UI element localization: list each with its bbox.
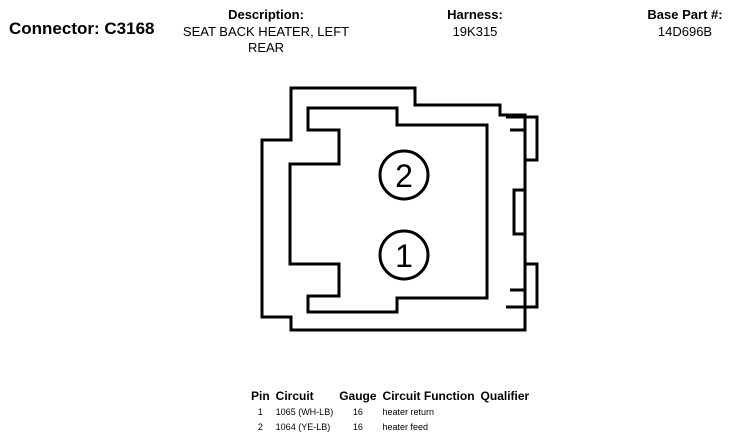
- connector-face-diagram: 2 1: [260, 86, 539, 332]
- connector-title: Connector: C3168: [9, 19, 155, 38]
- function-cell: heater return: [382, 406, 435, 417]
- qualifier-cell: [478, 419, 533, 434]
- pin-2-circle: [378, 149, 430, 201]
- pin-table: Pin Circuit Gauge Circuit Function Quali…: [248, 387, 532, 434]
- description-line-2: REAR: [247, 40, 285, 55]
- header-qualifier: Qualifier: [480, 388, 530, 403]
- header-circuit-function: Circuit Function: [382, 388, 475, 403]
- header-gauge: Gauge: [339, 388, 377, 403]
- header-circuit: Circuit: [275, 388, 314, 403]
- latch-top-tab: [506, 115, 539, 162]
- latch-middle-tab: [512, 188, 525, 236]
- pin-1-label: 1: [395, 238, 413, 274]
- circuit-cell: 1064 (YE-LB): [275, 421, 331, 432]
- pin-2-label: 2: [395, 158, 413, 194]
- harness-label: Harness:: [447, 7, 503, 22]
- function-cell: heater feed: [382, 421, 429, 432]
- latch-bottom-tab: [506, 262, 539, 309]
- gauge-cell: 16: [352, 406, 363, 417]
- harness-value: 19K315: [452, 24, 498, 39]
- pin-1-circle: [378, 229, 430, 281]
- table-row: 1 1065 (WH-LB) 16 heater return: [248, 404, 532, 419]
- header-pin: Pin: [251, 388, 270, 403]
- connector-inner-cavity: [288, 106, 489, 314]
- circuit-cell: 1065 (WH-LB): [275, 406, 334, 417]
- description-line-1: SEAT BACK HEATER, LEFT: [182, 24, 350, 39]
- connector-outer-housing: [260, 86, 527, 332]
- table-row: 2 1064 (YE-LB) 16 heater feed: [248, 419, 532, 434]
- description-value: SEAT BACK HEATER, LEFT REAR: [176, 24, 356, 56]
- gauge-cell: 16: [352, 421, 363, 432]
- base-part-label: Base Part #:: [647, 7, 723, 22]
- pin-table-header-row: Pin Circuit Gauge Circuit Function Quali…: [248, 387, 532, 404]
- description-label: Description:: [228, 7, 304, 22]
- pin-cell: 2: [257, 421, 263, 432]
- qualifier-cell: [478, 404, 533, 419]
- base-part-value: 14D696B: [657, 24, 713, 39]
- pin-cell: 1: [257, 406, 263, 417]
